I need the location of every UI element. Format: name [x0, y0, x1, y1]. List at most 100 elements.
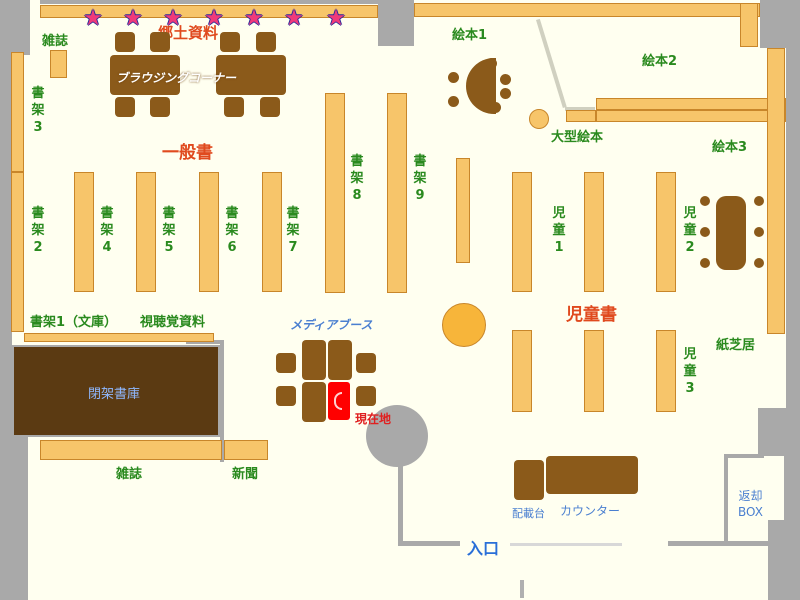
browsing-chair — [115, 32, 135, 52]
browsing-chair — [220, 32, 240, 52]
counter-desk — [546, 456, 638, 494]
left-wall-shelf-2 — [11, 172, 24, 332]
kamishibai-label: 紙芝居 — [716, 338, 756, 353]
media-desk — [302, 340, 326, 380]
big-picture-book-circle — [529, 109, 549, 129]
shelf-4-label: 書 架 4 — [100, 206, 114, 255]
entrance-wall-right-bottom — [668, 541, 778, 546]
return-box-wall-v — [724, 454, 728, 544]
browsing-chair — [256, 32, 276, 52]
shelf-8-label: 書 架 8 — [350, 154, 364, 203]
magazine-bottom-shelf — [40, 440, 222, 460]
shelf-8 — [325, 93, 345, 293]
general-books-label: 一般書 — [162, 143, 213, 163]
browsing-chair — [260, 97, 280, 117]
diagonal-partition — [536, 18, 567, 108]
entrance-gate-line — [510, 543, 622, 546]
return-box-wall-h — [724, 454, 764, 458]
wall-right-pillar — [758, 408, 800, 456]
shelf-6-label: 書 架 6 — [225, 206, 239, 255]
browsing-chair — [224, 97, 244, 117]
shelf-5-label: 書 架 5 — [162, 206, 176, 255]
media-desk — [302, 382, 326, 422]
picture-book-3-stool — [700, 258, 710, 268]
entrance-wall-left-bottom — [398, 541, 460, 546]
shelf-6 — [199, 172, 219, 292]
wall-right-corner — [760, 0, 800, 48]
return-box-label: 返却 BOX — [738, 489, 763, 519]
star-icon: ★ — [204, 6, 224, 31]
child-2-label: 児 童 2 — [683, 206, 697, 255]
shelf-4 — [74, 172, 94, 292]
picture-book-3-stool — [700, 227, 710, 237]
picture-book-3-stool — [754, 196, 764, 206]
star-icon: ★ — [123, 6, 143, 31]
wall-top-strip — [40, 0, 378, 4]
wall-bottom-right — [768, 520, 800, 600]
child-3-label: 児 童 3 — [683, 347, 697, 396]
picture-book-3-stool — [754, 258, 764, 268]
child-shelf-3a — [512, 330, 532, 412]
shelf-5 — [136, 172, 156, 292]
left-wall-shelf-3 — [11, 52, 24, 172]
magazine-bottom-label: 雑誌 — [116, 467, 143, 482]
wall-left-bottom — [0, 420, 28, 600]
child-shelf-2 — [656, 172, 676, 292]
child-shelf-1b — [584, 172, 604, 292]
center-shelf — [456, 158, 470, 263]
counter-label: カウンター — [560, 504, 621, 518]
wall-left-top — [0, 0, 12, 420]
picture-book-3-label: 絵本3 — [712, 140, 748, 155]
media-chair — [276, 386, 296, 406]
shelf-1-bunko — [24, 333, 214, 342]
local-material-label: 郷土資料 — [158, 24, 219, 42]
picture-book-1-stool — [486, 58, 497, 69]
top-shelf-left — [40, 5, 378, 18]
browsing-chair — [150, 97, 170, 117]
av-materials-label: 視聴覚資料 — [140, 315, 206, 330]
shelf-3-label: 書 架 3 — [31, 86, 45, 135]
closed-stack-label: 閉架書庫 — [88, 387, 141, 402]
distribution-label: 配載台 — [512, 507, 545, 520]
newspaper-shelf — [224, 440, 268, 460]
media-booth-label: メディアブース — [290, 318, 373, 332]
picture-book-1-stool — [500, 74, 511, 85]
shelf-1-label: 書架1（文庫） — [30, 315, 118, 330]
media-chair — [276, 353, 296, 373]
current-location-chair-icon — [334, 392, 342, 410]
child-1-label: 児 童 1 — [552, 206, 566, 255]
picture-book-1-label: 絵本1 — [452, 28, 488, 43]
wall-top-block — [378, 0, 414, 46]
wall-media-divider — [220, 342, 224, 462]
round-table — [442, 303, 486, 347]
child-shelf-1 — [512, 172, 532, 292]
shelf-7 — [262, 172, 282, 292]
top-shelf-right — [414, 3, 760, 17]
shelf-9-label: 書 架 9 — [413, 154, 427, 203]
browsing-chair — [115, 97, 135, 117]
shelf-7-label: 書 架 7 — [286, 206, 300, 255]
picture-book-1-stool — [448, 72, 459, 83]
browsing-chair — [150, 32, 170, 52]
browsing-corner-label: ブラウジングコーナー — [116, 71, 237, 85]
star-icon: ★ — [284, 6, 304, 31]
partition-foot — [565, 107, 595, 111]
distribution-table — [514, 460, 544, 500]
child-shelf-3 — [656, 330, 676, 412]
picture-book-1-stool — [490, 102, 501, 113]
browsing-table-right — [216, 55, 286, 95]
star-icon: ★ — [163, 6, 183, 31]
current-location-label: 現在地 — [355, 412, 392, 426]
entrance-door-mark — [520, 580, 524, 598]
top-shelf-right-end — [740, 3, 758, 47]
picture-book-1-stool — [500, 88, 511, 99]
closed-stack-room — [12, 345, 220, 437]
picture-book-shelf-horizontal — [596, 98, 786, 110]
wall-media-top — [186, 340, 224, 344]
big-picture-book-rack — [566, 110, 596, 122]
browsing-table-left — [110, 55, 180, 95]
current-location-marker — [328, 382, 350, 420]
round-pillar — [366, 405, 428, 467]
picture-book-2-label: 絵本2 — [642, 54, 678, 69]
